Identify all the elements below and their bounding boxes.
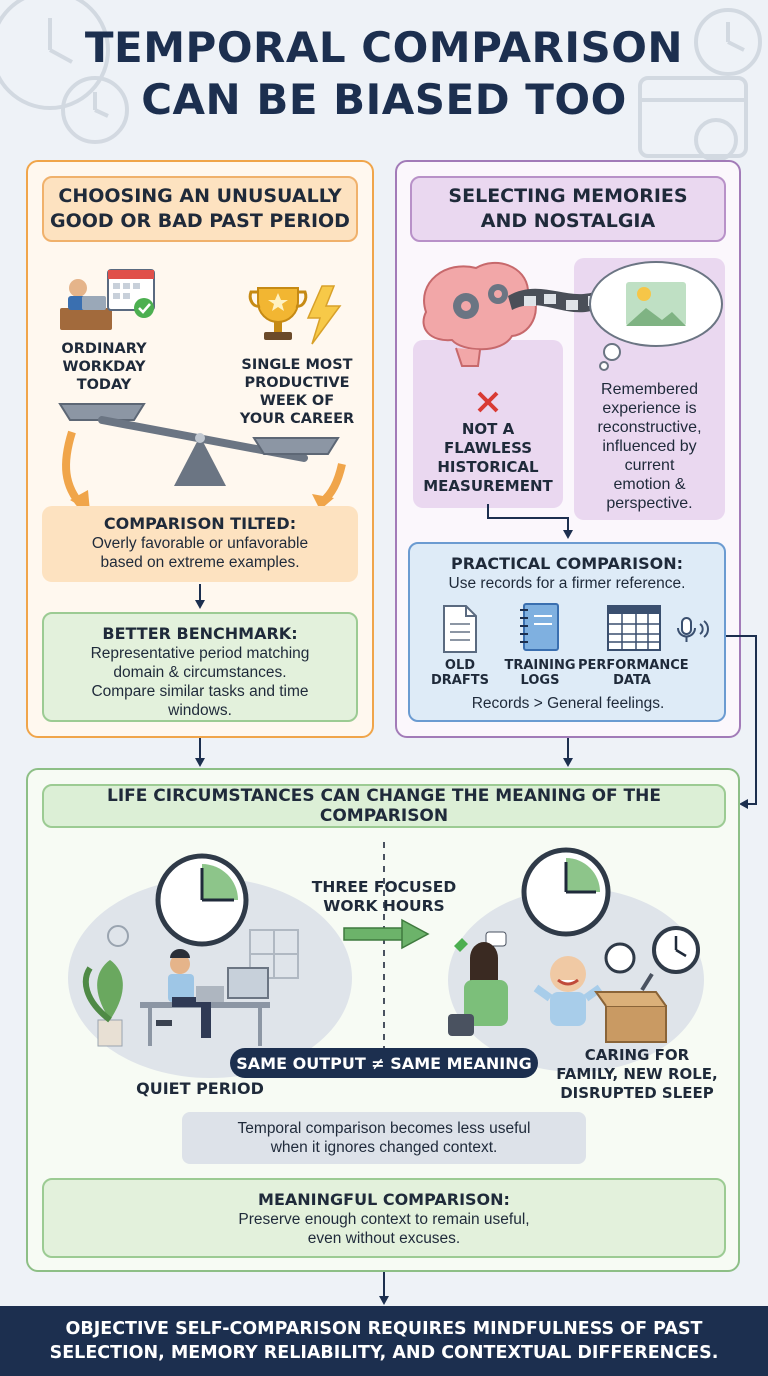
caring-label: CARING FOR FAMILY, NEW ROLE, DISRUPTED S… (556, 1046, 718, 1102)
side-connector-icon (726, 635, 757, 809)
practical-comparison-box: PRACTICAL COMPARISON: Use records for a … (408, 542, 726, 722)
performance-data-label: PERFORMANCE DATA (578, 658, 689, 688)
not-flawless-box (413, 340, 563, 508)
right-panel-header: SELECTING MEMORIES AND NOSTALGIA (410, 176, 726, 242)
busy-period-scene (448, 847, 704, 1072)
page-title: TEMPORAL COMPARISON CAN BE BIASED TOO (84, 23, 684, 124)
workday-label: ORDINARY WORKDAY TODAY (61, 341, 147, 393)
better-benchmark-box: BETTER BENCHMARK: Representative period … (42, 612, 358, 722)
footer-banner: OBJECTIVE SELF-COMPARISON REQUIRES MINDF… (0, 1306, 768, 1376)
bottom-panel-header: LIFE CIRCUMSTANCES CAN CHANGE THE MEANIN… (42, 784, 726, 828)
left-panel-header: CHOOSING AN UNUSUALLY GOOD OR BAD PAST P… (42, 176, 358, 242)
cross-mark-icon (477, 391, 499, 413)
temporal-note-box: Temporal comparison becomes less useful … (182, 1112, 586, 1164)
tilted-scale-icon (58, 403, 346, 512)
quiet-period-scene (68, 853, 352, 1078)
focused-hours-label: THREE FOCUSED WORK HOURS (311, 878, 457, 915)
document-icon (443, 605, 477, 653)
arrow-right-icon (343, 918, 430, 950)
brain-film-icon (422, 261, 723, 371)
connector-arrow-icon (487, 504, 573, 539)
same-output-badge: SAME OUTPUT ≠ SAME MEANING (230, 1048, 538, 1078)
trophy-icon (248, 285, 342, 345)
comparison-tilted-box: COMPARISON TILTED: Overly favorable or u… (42, 506, 358, 582)
microphone-icon (677, 617, 709, 642)
arrow-down-footer-icon (379, 1272, 389, 1305)
notebook-icon (520, 603, 559, 651)
remembered-text: Remembered experience is reconstructive,… (597, 381, 702, 512)
best-week-label: SINGLE MOST PRODUCTIVE WEEK OF YOUR CARE… (239, 357, 355, 427)
arrow-down-left-icon (195, 738, 205, 767)
arrow-down-icon (195, 584, 205, 609)
quiet-period-label: QUIET PERIOD (136, 1079, 264, 1098)
not-flawless-label: NOT A FLAWLESS HISTORICAL MEASUREMENT (423, 420, 553, 495)
spreadsheet-icon (607, 605, 661, 651)
meaningful-comparison-box: MEANINGFUL COMPARISON: Preserve enough c… (42, 1178, 726, 1258)
old-drafts-label: OLD DRAFTS (431, 658, 489, 688)
workday-desk-icon (60, 269, 155, 330)
arrow-down-right-icon (563, 738, 573, 767)
training-logs-label: TRAINING LOGS (504, 658, 576, 688)
records-footer: Records > General feelings. (471, 695, 665, 712)
